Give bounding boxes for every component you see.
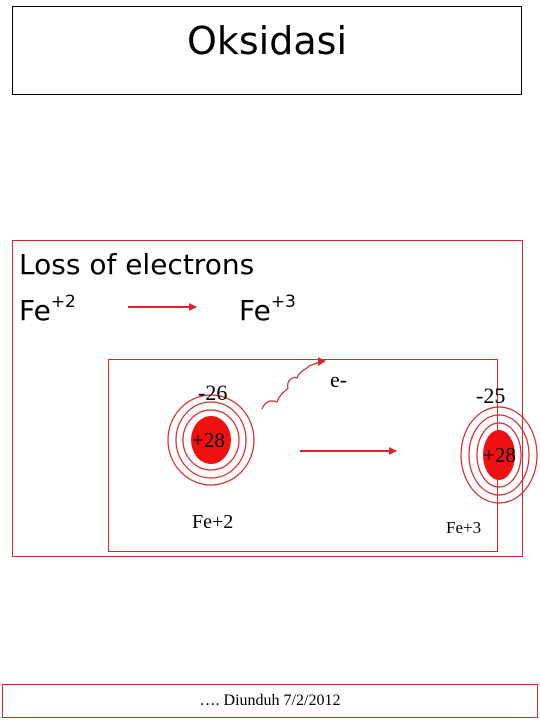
diagram-box — [108, 359, 498, 552]
slide-title: Oksidasi — [186, 19, 348, 63]
ion-after-electron-charge: -25 — [476, 383, 506, 408]
ion-after-nucleus-charge: +28 — [483, 443, 516, 467]
product-symbol: Fe — [239, 294, 271, 327]
title-box: Oksidasi — [12, 6, 522, 95]
ion-before-nucleus-charge: +28 — [192, 428, 225, 452]
heading-loss-of-electrons: Loss of electrons — [19, 248, 255, 281]
footer-box: …. Diunduh 7/2/2012 — [2, 684, 538, 718]
reactant-ion-label: Fe+2 — [19, 292, 76, 327]
reactant-symbol: Fe — [19, 294, 51, 327]
ion-before-electron-charge: -26 — [198, 380, 228, 405]
content-box — [12, 240, 523, 557]
electron-label: e- — [330, 367, 348, 392]
ion-before-name: Fe+2 — [192, 511, 234, 533]
product-ion-label: Fe+3 — [239, 292, 296, 327]
footer-source-text: …. Diunduh 7/2/2012 — [199, 692, 341, 709]
reactant-charge: +2 — [50, 292, 76, 312]
ion-after-name: Fe+3 — [446, 518, 482, 537]
product-charge: +3 — [270, 292, 296, 312]
